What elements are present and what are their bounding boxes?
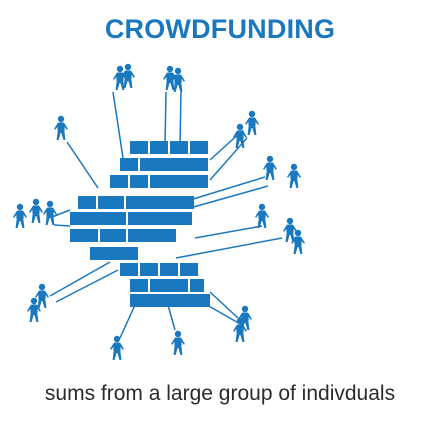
contributors: [13, 63, 305, 360]
connector-lines: [49, 91, 283, 339]
person-icon: [110, 335, 124, 360]
person-icon: [13, 203, 27, 228]
diagram-caption: sums from a large group of indivduals: [44, 382, 396, 405]
person-icon: [43, 200, 57, 225]
person-icon: [255, 203, 269, 228]
person-icon: [233, 123, 247, 148]
person-icon: [171, 330, 185, 355]
person-icon: [35, 283, 49, 308]
person-icon: [245, 110, 259, 135]
person-icon: [29, 198, 43, 223]
diagram-title: CROWDFUNDING: [104, 14, 336, 44]
funding-blocks: [70, 141, 210, 307]
person-icon: [287, 163, 301, 188]
person-icon: [263, 155, 277, 180]
person-icon: [54, 115, 68, 140]
